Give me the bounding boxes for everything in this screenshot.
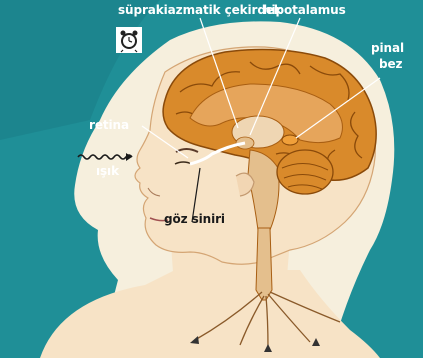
label-pineal-line2: bez: [379, 58, 402, 71]
label-pineal-line1: pinal: [371, 42, 404, 55]
label-hypothalamus: hipotalamus: [263, 4, 346, 17]
label-optic-nerve: göz siniri: [164, 213, 225, 226]
label-light: ışık: [96, 165, 119, 178]
pineal-gland: [282, 135, 298, 145]
label-suprachiasmatic-nucleus: süprakiazmatik çekirdek: [118, 4, 282, 17]
alarm-clock-icon: [116, 27, 142, 53]
spinal-cord: [256, 228, 272, 300]
label-retina: retina: [89, 119, 129, 132]
cerebellum: [277, 150, 333, 194]
